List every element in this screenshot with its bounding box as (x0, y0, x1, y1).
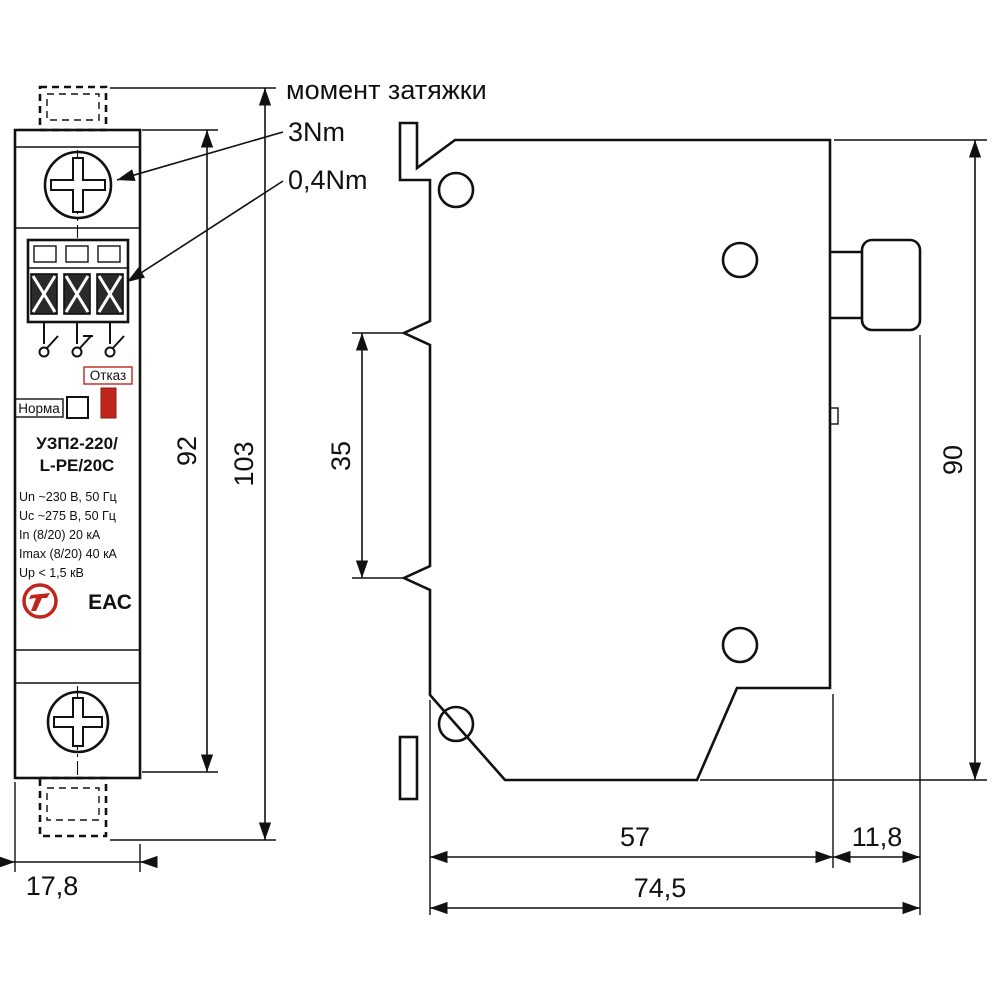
side-dimensions: 35 90 57 11,8 74,5 (326, 139, 987, 915)
dim-side-body-width: 57 (620, 822, 650, 852)
spec-line: In (8/20) 20 кА (19, 528, 101, 542)
side-view (398, 121, 922, 801)
side-din-clip (398, 735, 419, 801)
torque-title: момент затяжки (286, 75, 487, 105)
leader-to-terminal-screw (126, 180, 284, 283)
top-mounting-tab (38, 85, 108, 132)
status-indicators: Отказ Норма (14, 366, 133, 419)
status-ok-label: Норма (18, 401, 60, 416)
circuit-symbol-icon (38, 322, 125, 358)
dim-front-width: 17,8 (26, 871, 79, 901)
terminal-screws-icon (30, 273, 124, 315)
front-view: Отказ Норма УЗП2-220/ L-PE/20C Un ~230 В… (13, 85, 142, 838)
spec-line: Up < 1,5 кВ (19, 566, 84, 580)
model-line1: УЗП2-220/ (36, 434, 118, 453)
spec-lines: Un ~230 В, 50 Гц Uc ~275 В, 50 Гц In (8/… (19, 490, 118, 580)
dim-side-knob-width: 11,8 (852, 822, 903, 852)
side-edge-detail (829, 407, 839, 425)
status-fail-label: Отказ (90, 368, 126, 383)
spec-line: Uc ~275 В, 50 Гц (19, 509, 116, 523)
dim-side-height: 90 (938, 445, 968, 475)
dim-front-body-height: 92 (172, 436, 202, 466)
terminal-block (26, 238, 130, 324)
torque-annotations: момент затяжки 3Nm 0,4Nm (116, 75, 487, 283)
bottom-mounting-tab (38, 776, 108, 838)
side-rivet-holes (437, 171, 759, 743)
brand-logo-icon (22, 583, 58, 619)
side-terminal-knob (830, 238, 922, 332)
dim-side-clip-spacing: 35 (326, 441, 356, 471)
model-line2: L-PE/20C (40, 456, 115, 475)
eac-mark: ЕАС (88, 591, 132, 614)
spec-line: Imax (8/20) 40 кА (19, 547, 118, 561)
side-body-outline (398, 121, 832, 782)
dim-side-overall-width: 74,5 (634, 873, 687, 903)
torque-terminal-value: 0,4Nm (288, 165, 368, 195)
fail-indicator-bar (100, 387, 117, 419)
spec-line: Un ~230 В, 50 Гц (19, 490, 117, 504)
leader-to-top-screw (116, 131, 284, 182)
torque-screw-value: 3Nm (288, 117, 345, 147)
dim-front-overall-height: 103 (229, 441, 259, 486)
ok-indicator-window (66, 396, 89, 419)
bottom-screw-icon (46, 690, 110, 754)
top-screw-icon (43, 150, 113, 220)
front-dimensions: 92 103 17,8 (0, 87, 276, 901)
